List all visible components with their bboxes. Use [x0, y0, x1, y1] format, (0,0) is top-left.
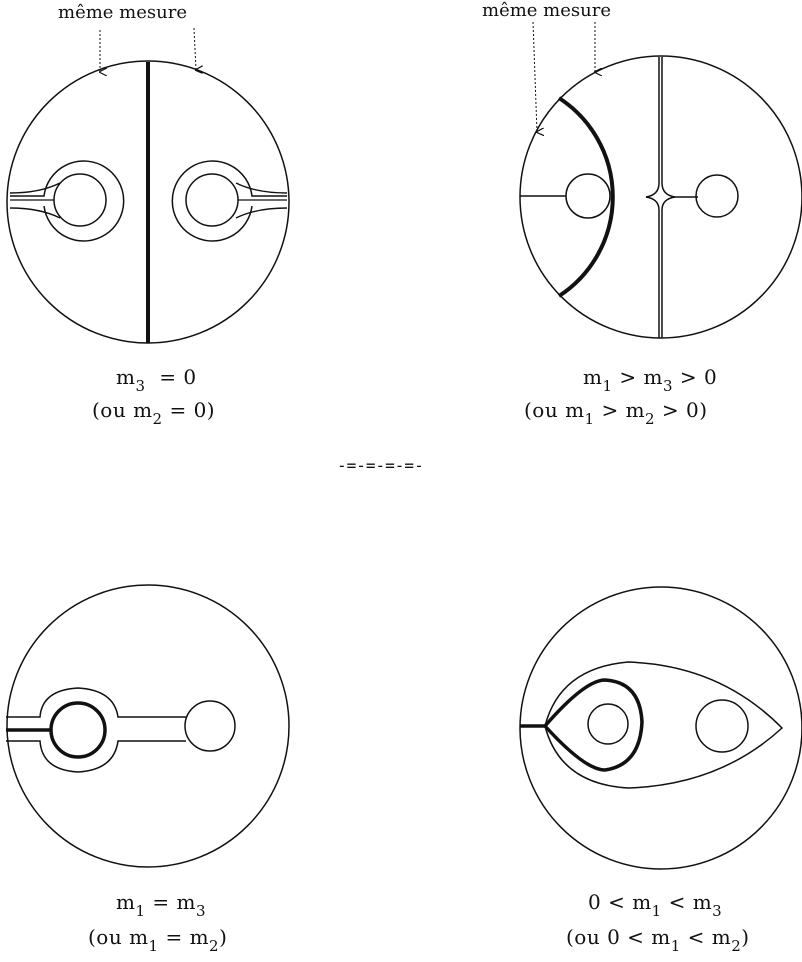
separator-line: -=-=-=-=-	[337, 456, 424, 475]
arrow-left	[532, 21, 537, 132]
vertical-curve-upper	[645, 57, 660, 198]
panel-2-alt-formula: (ou m1 > m2 > 0)	[524, 398, 708, 428]
thick-arc	[557, 96, 615, 298]
loop-thin	[544, 661, 784, 789]
panel-1-alt-formula: (ou m2 = 0)	[92, 398, 216, 428]
panel-3-formula: m1 = m3	[116, 890, 206, 920]
hole-right	[695, 699, 749, 753]
outer-disk	[519, 586, 802, 870]
panel-3-alt-formula: (ou m1 = m2)	[88, 925, 228, 955]
outer-disk	[519, 55, 802, 339]
hole-right	[695, 174, 739, 218]
panel-4-alt-formula: (ou 0 < m1 < m2)	[566, 925, 750, 955]
arrow-right	[193, 27, 196, 70]
panel-top-left	[6, 27, 290, 344]
band-right-outer	[171, 160, 287, 242]
hole-right	[185, 173, 239, 227]
panel-bottom-right	[519, 586, 802, 870]
band-upper	[6, 687, 186, 718]
hole-left	[587, 703, 629, 745]
hole-left	[565, 173, 611, 219]
panel-1-formula: m3 = 0	[116, 365, 197, 395]
hole-left-thick	[49, 701, 107, 759]
panel-2-formula: m1 > m3 > 0	[583, 365, 718, 395]
band-lower	[6, 740, 186, 773]
annotation-same-measure-left: même mesure	[58, 2, 187, 23]
panel-4-formula: 0 < m1 < m3	[588, 890, 723, 920]
outer-disk	[6, 584, 290, 868]
band-left-outer	[10, 160, 125, 242]
loop-thick	[542, 678, 644, 772]
annotation-same-measure-right: même mesure	[482, 0, 611, 21]
hole-right	[184, 700, 236, 752]
hole-left	[53, 173, 107, 227]
panel-bottom-left	[6, 584, 290, 868]
panel-top-right	[519, 21, 802, 339]
